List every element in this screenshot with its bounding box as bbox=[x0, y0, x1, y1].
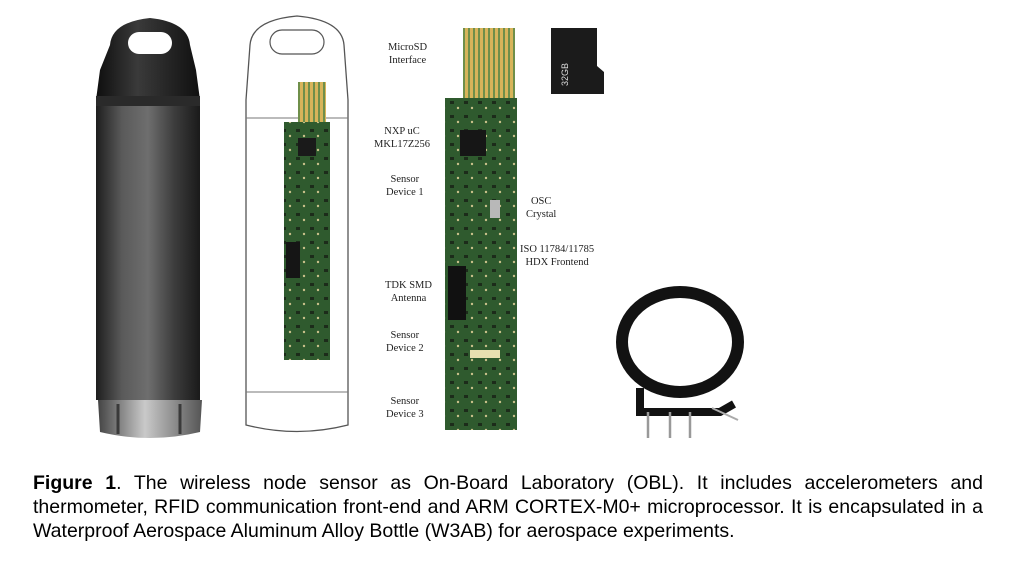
label-microsd-line2: Interface bbox=[388, 54, 427, 66]
label-sensor-3-line1: Sensor bbox=[390, 396, 420, 407]
label-osc-line2: Crystal bbox=[526, 208, 557, 220]
label-iso: ISO 11784/11785 HDX Frontend bbox=[520, 244, 594, 269]
label-nxp-line1: NXP uC bbox=[384, 126, 420, 137]
label-microsd-line1: MicroSD bbox=[388, 42, 428, 53]
label-tdk: TDK SMD Antenna bbox=[385, 280, 432, 305]
sdcard-capacity-text: 32GB bbox=[560, 63, 570, 86]
label-sensor-1-line1: Sensor bbox=[390, 174, 420, 185]
figure-image: 32GB MicroSD Interface NXP uC MKL17Z256 … bbox=[96, 15, 744, 438]
bottle-closed bbox=[96, 18, 202, 438]
label-sensor-2-line2: Device 2 bbox=[386, 342, 424, 354]
label-sensor-2: Sensor Device 2 bbox=[386, 330, 424, 355]
ring-antenna bbox=[616, 286, 744, 438]
label-tdk-line2: Antenna bbox=[390, 292, 427, 304]
label-sensor-3: Sensor Device 3 bbox=[386, 396, 424, 421]
label-nxp-line2: MKL17Z256 bbox=[374, 138, 430, 150]
pcb-board bbox=[445, 28, 517, 430]
label-sensor-2-line1: Sensor bbox=[390, 330, 420, 341]
label-iso-line1: ISO 11784/11785 bbox=[520, 244, 595, 255]
label-microsd: MicroSD Interface bbox=[388, 42, 427, 67]
microsd-card: 32GB bbox=[551, 28, 604, 94]
label-osc: OSC Crystal bbox=[526, 196, 556, 221]
bottle-transparent bbox=[245, 15, 349, 433]
label-tdk-line1: TDK SMD bbox=[385, 280, 432, 291]
label-iso-line2: HDX Frontend bbox=[525, 256, 589, 268]
label-sensor-3-line2: Device 3 bbox=[386, 408, 424, 420]
figure-illustration: 32GB bbox=[96, 15, 744, 438]
label-osc-line1: OSC bbox=[530, 196, 552, 207]
figure-caption: Figure 1. The wireless node sensor as On… bbox=[33, 471, 983, 543]
figure-label: Figure 1 bbox=[33, 471, 117, 494]
label-sensor-1-line2: Device 1 bbox=[386, 186, 424, 198]
caption-text: . The wireless node sensor as On-Board L… bbox=[33, 471, 983, 542]
label-nxp: NXP uC MKL17Z256 bbox=[374, 126, 430, 151]
label-sensor-1: Sensor Device 1 bbox=[386, 174, 424, 199]
